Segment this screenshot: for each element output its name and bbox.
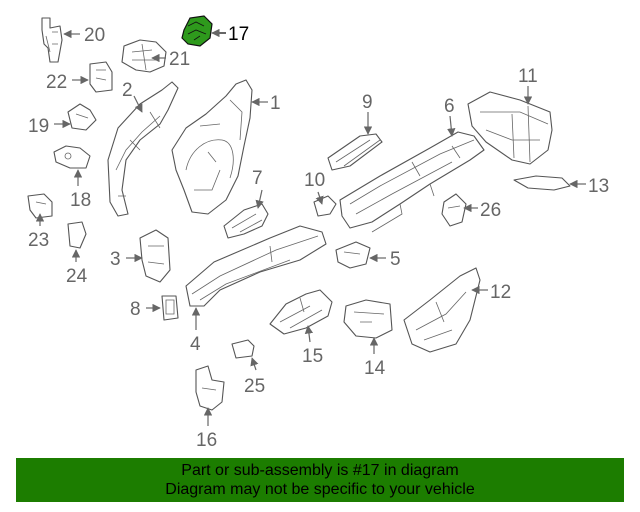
part-5-bracket[interactable]: [335, 241, 371, 269]
part-19-bracket[interactable]: [67, 103, 97, 131]
part-26-bracket[interactable]: [441, 193, 467, 227]
callout-11[interactable]: 11: [518, 66, 538, 87]
part-11-crossmember[interactable]: [467, 91, 553, 165]
callout-12[interactable]: 12: [490, 282, 511, 303]
callout-25[interactable]: 25: [244, 376, 265, 397]
callout-22[interactable]: 22: [46, 72, 67, 93]
callout-10[interactable]: 10: [304, 170, 325, 191]
part-18-bracket[interactable]: [53, 145, 91, 169]
part-16-bracket[interactable]: [195, 365, 225, 411]
callout-13[interactable]: 13: [588, 176, 609, 197]
part-21-bracket[interactable]: [121, 39, 167, 73]
callout-16[interactable]: 16: [196, 430, 217, 451]
part-20-bracket[interactable]: [41, 17, 63, 63]
callout-21[interactable]: 21: [169, 49, 190, 70]
part-23-bracket[interactable]: [27, 193, 53, 219]
parts-diagram: 20 17 21 22 2 1 19 18: [27, 15, 609, 451]
part-7-reinforcement[interactable]: [223, 203, 269, 239]
part-2-apron-panel[interactable]: [107, 81, 179, 217]
callout-1[interactable]: 1: [270, 93, 281, 114]
callout-20[interactable]: 20: [84, 25, 105, 46]
part-22-bracket[interactable]: [89, 61, 113, 93]
callout-19[interactable]: 19: [28, 116, 49, 137]
part-13-bracket[interactable]: [513, 175, 571, 191]
callout-18[interactable]: 18: [70, 190, 91, 211]
banner-line-2: Diagram may not be specific to your vehi…: [165, 481, 475, 498]
callout-9[interactable]: 9: [362, 92, 373, 113]
part-3-bracket[interactable]: [139, 229, 171, 283]
part-15-reinforcement[interactable]: [269, 289, 333, 335]
callout-4[interactable]: 4: [190, 334, 201, 355]
callout-17[interactable]: 17: [228, 24, 249, 45]
part-9-rail-bracket[interactable]: [327, 133, 383, 171]
callout-8[interactable]: 8: [130, 299, 141, 320]
part-24-bracket[interactable]: [67, 221, 87, 249]
part-25-clip[interactable]: [231, 339, 255, 359]
callout-14[interactable]: 14: [364, 358, 386, 379]
callout-15[interactable]: 15: [302, 346, 323, 367]
part-14-bracket[interactable]: [343, 299, 393, 339]
callout-26[interactable]: 26: [480, 200, 501, 221]
part-6-frame-rail[interactable]: [339, 131, 485, 233]
callout-7[interactable]: 7: [252, 168, 263, 189]
callout-5[interactable]: 5: [390, 249, 401, 270]
callout-3[interactable]: 3: [110, 249, 121, 270]
callout-2[interactable]: 2: [122, 80, 133, 101]
part-17-highlighted[interactable]: [181, 15, 213, 47]
part-1-wheelhouse[interactable]: [171, 79, 253, 215]
part-10-bracket[interactable]: [313, 195, 337, 217]
part-4-side-member[interactable]: [185, 225, 327, 307]
callout-24[interactable]: 24: [66, 266, 88, 287]
callout-23[interactable]: 23: [28, 230, 49, 251]
part-8-plug[interactable]: [161, 295, 179, 321]
callout-6[interactable]: 6: [444, 96, 455, 117]
banner-line-1: Part or sub-assembly is #17 in diagram: [181, 462, 459, 479]
part-12-panel[interactable]: [403, 267, 481, 353]
info-banner: Part or sub-assembly is #17 in diagram D…: [16, 458, 624, 502]
